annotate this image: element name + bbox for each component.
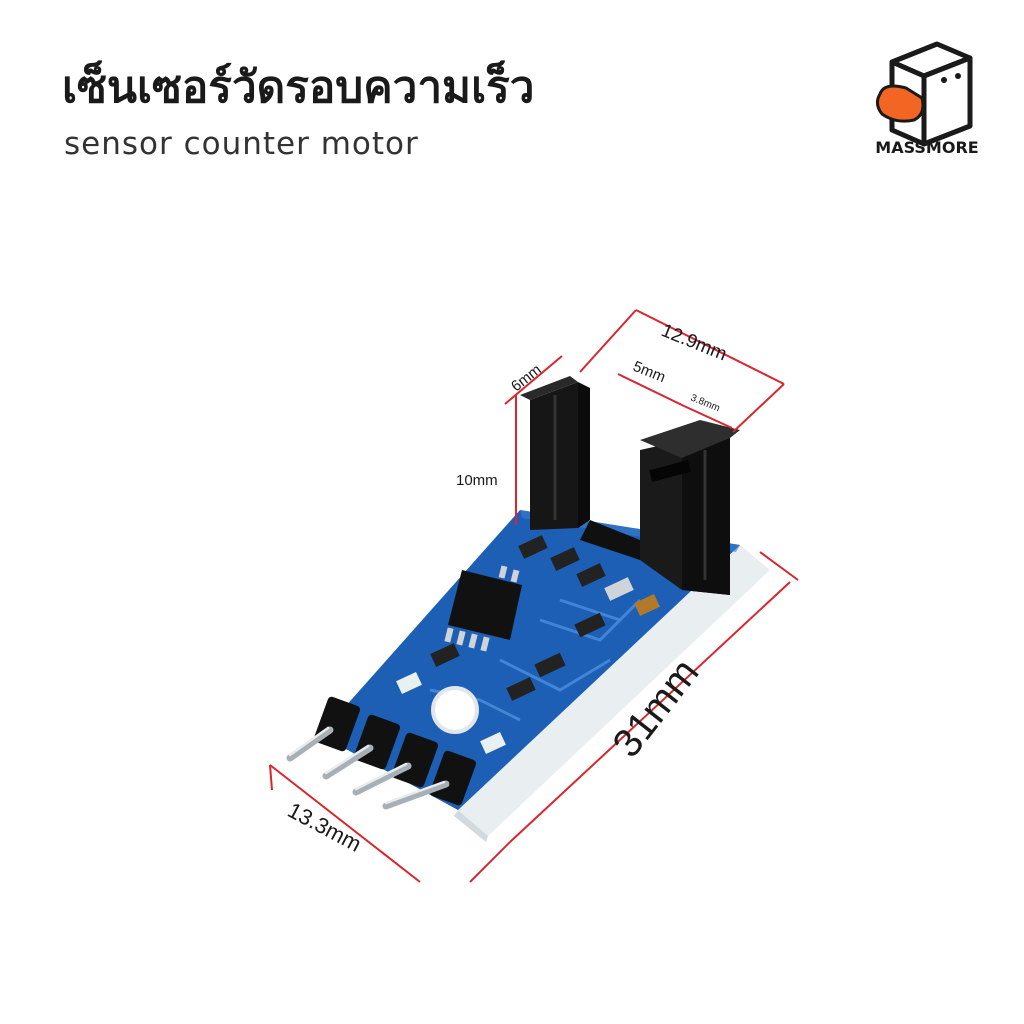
ic-chip [444, 565, 522, 652]
massmore-logo-icon [875, 41, 973, 147]
dimension-board-width: 13.3mm [284, 797, 366, 856]
pcb-board [320, 510, 740, 810]
page-title: เซ็นเซอร์วัดรอบความเร็ว [62, 62, 535, 113]
dimension-height: 10mm [456, 472, 498, 489]
led-indicator [480, 732, 506, 754]
smd-components [430, 535, 660, 701]
page-subtitle: sensor counter motor [64, 126, 419, 162]
optical-slot-housing [520, 376, 740, 595]
brand-name: MASSMORE [875, 138, 979, 157]
mounting-hole [433, 688, 477, 732]
pin-header [286, 696, 477, 810]
led-indicator [396, 672, 422, 694]
dimension-top-width: 12.9mm [658, 320, 730, 365]
